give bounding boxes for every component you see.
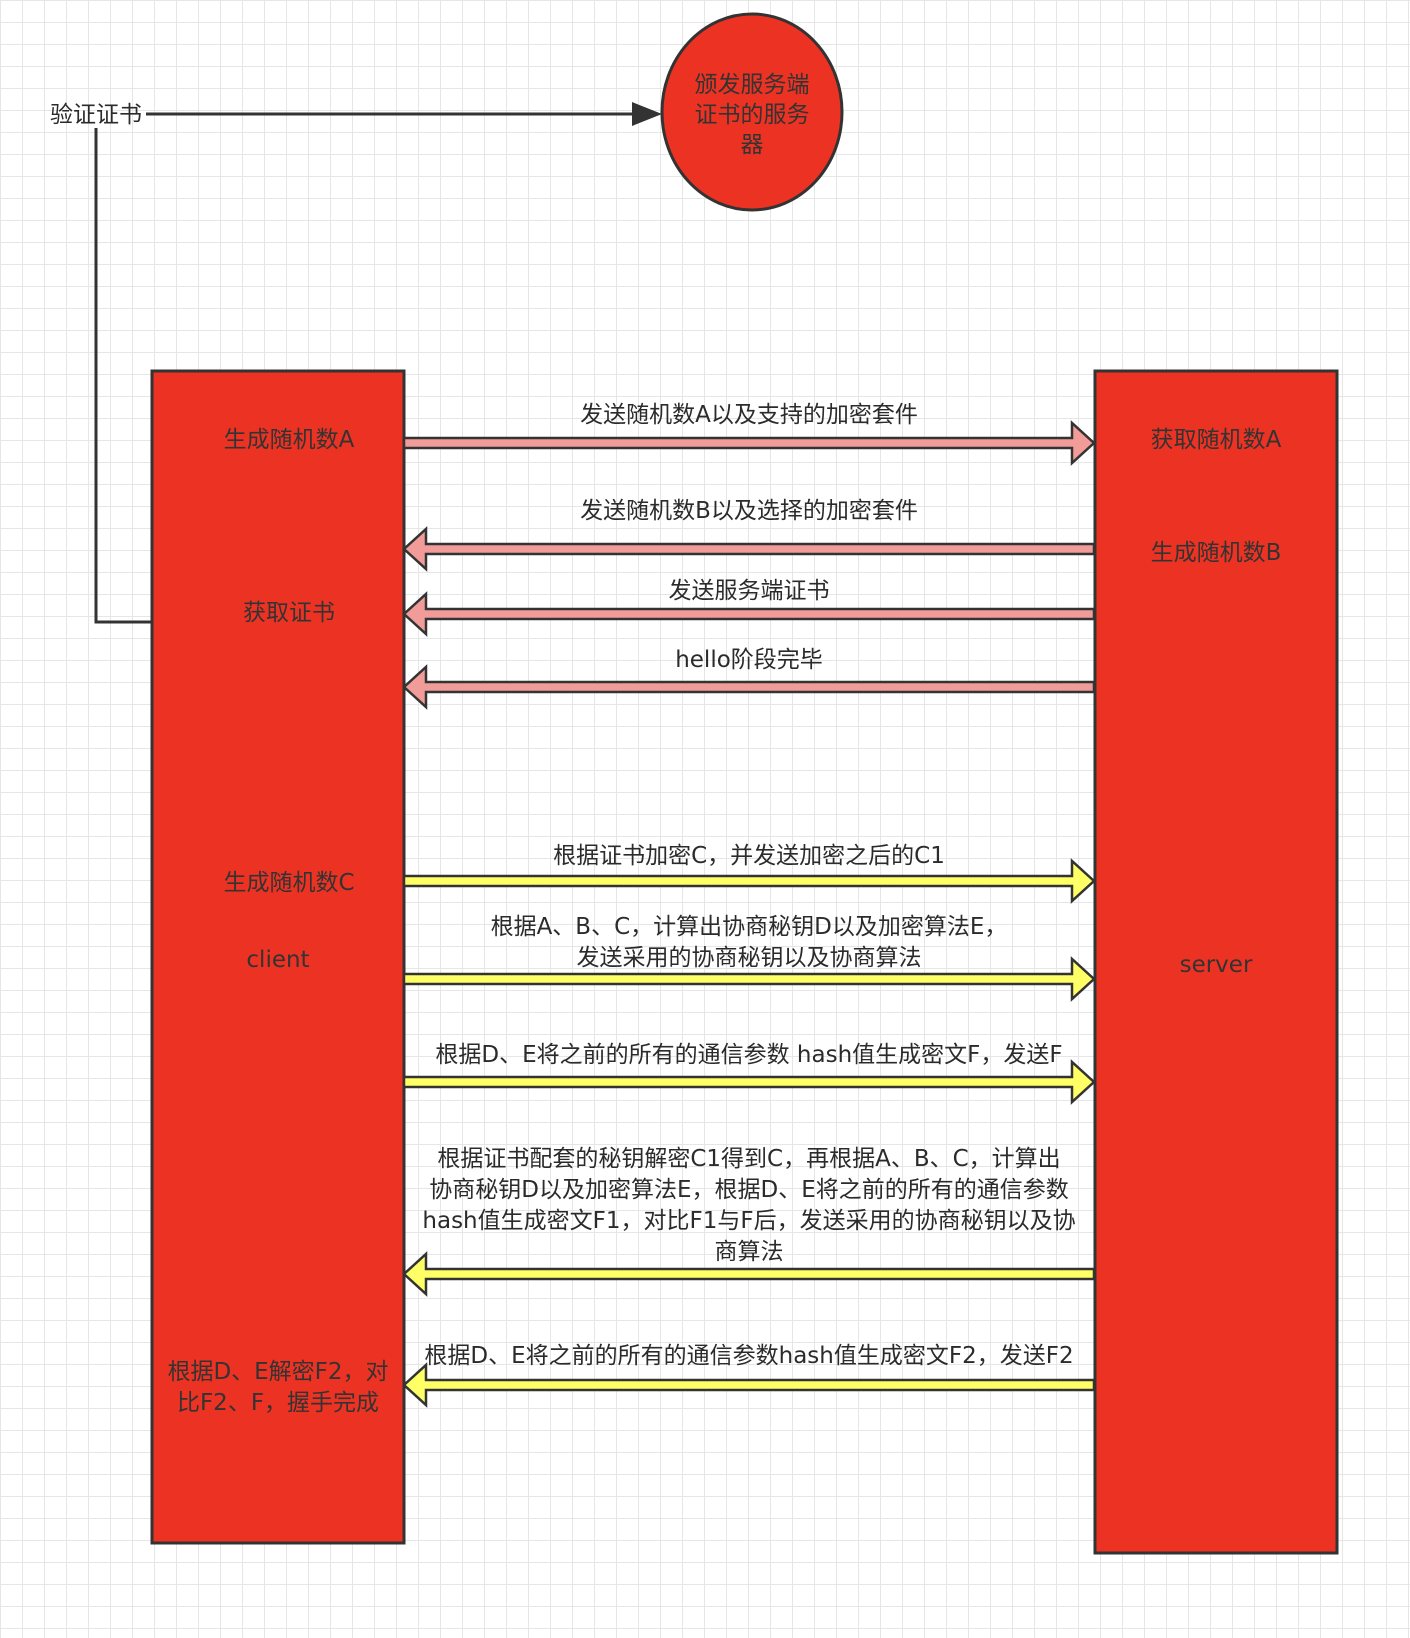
ca-label-line-2: 证书的服务	[695, 102, 810, 128]
message-label-8-line-3: hash值生成密文F1，对比F1与F后，发送采用的协商秘钥以及协	[422, 1208, 1075, 1234]
message-arrow-2	[402, 526, 1096, 572]
message-arrow-7	[402, 1059, 1096, 1105]
message-arrow-4	[402, 664, 1096, 710]
message-arrow-5	[402, 858, 1096, 904]
message-label-5-line-1: 根据证书加密C，并发送加密之后的C1	[553, 843, 945, 869]
message-label-8-line-2: 协商秘钥D以及加密算法E，根据D、E将之前的所有的通信参数	[429, 1177, 1069, 1203]
ca-label-line-3: 器	[741, 132, 764, 158]
server-step-get-random-a: 获取随机数A	[1151, 427, 1282, 453]
client-step-get-certificate: 获取证书	[243, 600, 335, 626]
server-lifeline-box	[1093, 369, 1339, 1555]
verify-certificate-label: 验证证书	[50, 102, 142, 128]
message-label-3-line-1: 发送服务端证书	[669, 578, 830, 604]
message-arrow-6	[402, 956, 1096, 1002]
client-final-line-1: 根据D、E解密F2，对	[167, 1359, 388, 1385]
verify-arrow-head	[632, 102, 662, 126]
verify-connector-line	[94, 128, 152, 624]
message-label-6-line-2: 发送采用的协商秘钥以及协商算法	[577, 945, 922, 971]
message-label-4-line-1: hello阶段完毕	[675, 647, 823, 673]
client-step-random-c: 生成随机数C	[223, 870, 354, 896]
server-step-random-b: 生成随机数B	[1151, 540, 1282, 566]
certificate-authority-node	[660, 12, 844, 212]
client-step-random-a: 生成随机数A	[224, 427, 355, 453]
message-arrow-3	[402, 591, 1096, 637]
message-label-1-line-1: 发送随机数A以及支持的加密套件	[580, 402, 918, 428]
message-arrows	[402, 420, 1096, 1408]
message-label-7-line-1: 根据D、E将之前的所有的通信参数 hash值生成密文F，发送F	[435, 1042, 1062, 1068]
tls-handshake-diagram: 验证证书 颁发服务端 证书的服务 器 生成随机数A 获取证书 生成随机数C cl…	[50, 12, 1339, 1555]
message-label-2-line-1: 发送随机数B以及选择的加密套件	[580, 498, 918, 524]
message-label-9-line-1: 根据D、E将之前的所有的通信参数hash值生成密文F2，发送F2	[424, 1343, 1073, 1369]
message-label-6-line-1: 根据A、B、C，计算出协商秘钥D以及加密算法E，	[491, 914, 1008, 940]
client-lifeline-box	[150, 369, 406, 1545]
message-arrow-9	[402, 1362, 1096, 1408]
message-label-8-line-1: 根据证书配套的秘钥解密C1得到C，再根据A、B、C，计算出	[437, 1146, 1060, 1172]
message-arrow-8	[402, 1251, 1096, 1297]
ca-label-line-1: 颁发服务端	[695, 72, 810, 98]
server-name-label: server	[1180, 952, 1253, 978]
client-name-label: client	[246, 947, 309, 973]
message-label-8-line-4: 商算法	[715, 1239, 784, 1265]
client-final-line-2: 比F2、F，握手完成	[177, 1390, 379, 1416]
message-arrow-1	[402, 420, 1096, 466]
